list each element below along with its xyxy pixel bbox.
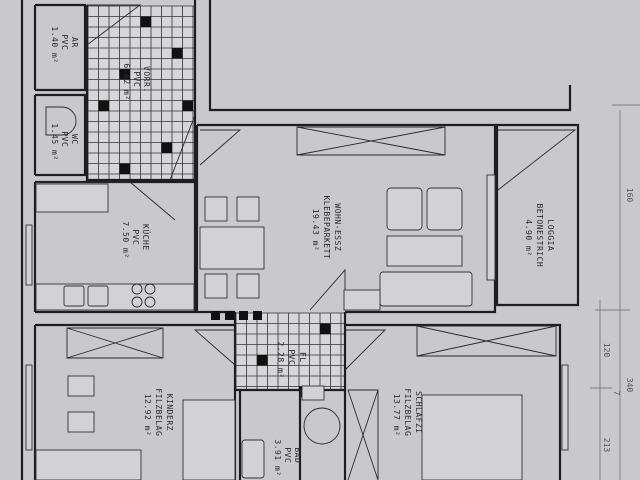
room-floor: BETONESTRICH [535,203,544,267]
dimension-label: 120 [602,343,611,358]
walls [20,0,580,480]
room-name: VORR. [142,66,151,93]
armchair [386,187,423,231]
dimension-lines [590,104,640,480]
dimension-label: 340 [625,378,634,393]
coffee-table [386,235,463,267]
window [25,224,33,286]
room-name: LOGGIA [546,219,555,251]
dark-tile [119,163,130,174]
dark-tile [98,100,109,111]
side-cabinet [343,289,381,311]
room-name: BAD [293,447,302,463]
room-area: 12.92 m² [143,394,152,437]
dark-tile [161,142,172,153]
svg-text:WOHN-ESSZ KLEBEPARKETT: WOHN-ESSZ KLEBEPARKETT 19.43 m² [311,195,342,264]
dimension-label: 7 [612,391,621,396]
room-area: 13.77 m² [392,394,401,437]
room-label-wohn: WOHN-ESSZ KLEBEPARKETT 19.43 m² [311,195,342,264]
room-label-wc: WC PVC 1.45 m² [50,123,79,160]
dark-tile [172,48,183,59]
room-area: 19.43 m² [311,209,320,252]
svg-text:AR PVC 1.40 m²: AR PVC 1.40 m² [50,26,79,63]
window [561,364,569,451]
window [25,364,33,451]
dimension-label: 213 [602,438,611,453]
washer [301,385,325,401]
room-area: 1.40 m² [50,26,59,63]
bed [182,399,236,480]
dark-tile [140,16,151,27]
room-name: WC [70,134,79,145]
kitchen-counter [35,283,195,311]
dimension-label: 160 [625,188,634,203]
room-floor: PVC [60,34,69,50]
room-floor: FILZBELAG [154,388,163,436]
double-bed [421,394,523,480]
room-name: KÜCHE [141,224,151,251]
room-name: AR [70,37,79,48]
svg-text:KINDERZ FILZBELAG: KINDERZ FILZBELAG 12.92 m² [143,388,174,441]
svg-text:VORR. PVC 6.62 m²: VORR. PVC 6.62 m² [122,63,151,100]
fixtures [25,4,577,480]
svg-text:KÜCHE PVC 7.50 m²: KÜCHE PVC 7.50 m² [121,221,151,258]
dark-tile [182,100,193,111]
chair [236,273,260,299]
room-area: 6.62 m² [122,63,131,100]
dark-tile [257,355,268,366]
room-name: FL [298,352,307,363]
room-floor: PVC [132,71,141,87]
room-floor: PVC [60,131,69,147]
room-floor: FILZBELAG [403,388,412,436]
room-label-ar: AR PVC 1.40 m² [50,26,79,63]
room-label-schlafzi: SCHLAFZI FILZBELAG 13.77 m² [392,388,423,441]
svg-text:LOGGIA BETONESTRICH: LOGGIA BETONESTRICH 4.90 m² [524,203,555,272]
stair-markers [211,311,262,320]
sink [63,285,85,307]
tile-area [88,6,195,180]
room-floor: PVC [283,447,292,463]
room-area: 7.50 m² [121,221,130,258]
dark-tile [320,323,331,334]
dining-table [199,226,265,270]
armchair [426,187,463,231]
room-label-loggia: LOGGIA BETONESTRICH 4.90 m² [524,203,555,272]
chair [204,196,228,222]
room-area: 2.28 m² [276,341,285,378]
kitchen-counter [35,183,109,213]
room-area: 3.91 m² [273,439,282,476]
room-label-vorr: VORR. PVC 6.62 m² [122,63,151,100]
svg-text:WC PVC 1.45 m²: WC PVC 1.45 m² [50,123,79,160]
room-label-kinderz: KINDERZ FILZBELAG 12.92 m² [143,388,174,441]
svg-text:FL PVC 2.28 m²: FL PVC 2.28 m² [276,341,307,378]
chair [236,196,260,222]
room-floor: PVC [131,229,140,245]
room-floor: KLEBEPARKETT [322,195,331,259]
svg-text:BAD PVC 3.91 m²: BAD PVC 3.91 m² [273,439,302,476]
room-name: KINDERZ [165,394,174,431]
room-label-bad: BAD PVC 3.91 m² [273,439,302,476]
room-label-kueche: KÜCHE PVC 7.50 m² [121,221,151,258]
room-label-fl: FL PVC 2.28 m² [276,341,307,378]
sink [87,285,109,307]
sofa [379,271,473,307]
chair [67,411,95,433]
shower [303,407,341,445]
toilet [45,106,77,136]
room-area: 1.45 m² [50,123,59,160]
chair [204,273,228,299]
dark-tile [119,69,130,80]
room-area: 4.90 m² [524,219,533,256]
washbasin [241,439,265,479]
room-name: WOHN-ESSZ [333,203,342,251]
dimension-labels: 160 120 340 7 213 [602,188,634,453]
desk [35,449,142,480]
room-floor: PVC [287,349,296,365]
chair [67,375,95,397]
tile-floor-pattern [87,5,345,397]
svg-text:SCHLAFZI FILZBELAG: SCHLAFZI FILZBELAG 13.77 m² [392,388,423,441]
window [486,174,496,281]
room-name: SCHLAFZI [414,391,423,434]
